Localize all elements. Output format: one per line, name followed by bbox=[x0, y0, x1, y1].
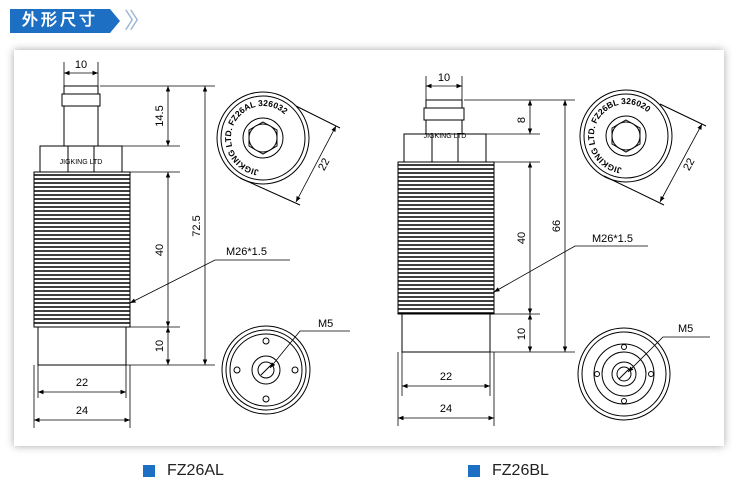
model-b-nut-text: JIGKING LTD bbox=[424, 133, 467, 140]
model-a-dimensions bbox=[33, 62, 290, 428]
model-b-dim-face-diameter: 22 bbox=[681, 156, 697, 172]
model-label-a: FZ26AL bbox=[143, 462, 224, 480]
model-b-dim-inner-diameter: 22 bbox=[440, 371, 452, 383]
model-a-dim-total-height: 72.5 bbox=[191, 215, 203, 236]
model-b-dim-top-width: 10 bbox=[438, 72, 450, 84]
chevron-right-icon: 〉〉 bbox=[124, 8, 151, 33]
section-title: 外形尺寸 bbox=[10, 9, 111, 33]
model-a-dim-outer-diameter: 24 bbox=[76, 405, 88, 417]
model-b-side-view bbox=[397, 99, 495, 353]
model-a-thread bbox=[33, 171, 131, 328]
model-a-dim-thread-length: 40 bbox=[154, 244, 166, 256]
model-b-screw-label: M5 bbox=[678, 323, 693, 335]
model-a-dim-face-diameter: 22 bbox=[316, 156, 332, 172]
model-b-dimensions bbox=[397, 76, 648, 426]
square-bullet-icon bbox=[143, 465, 155, 477]
title-arrow-icon bbox=[110, 9, 121, 33]
model-b-name: FZ26BL bbox=[492, 462, 549, 479]
model-a-thread-label: M26*1.5 bbox=[226, 246, 267, 258]
model-b-thread-label: M26*1.5 bbox=[592, 233, 633, 245]
model-a-bottom-face bbox=[221, 325, 350, 415]
model-a-screw-label: M5 bbox=[318, 318, 333, 330]
model-a-dim-inner-diameter: 22 bbox=[76, 377, 88, 389]
model-b-thread bbox=[397, 161, 495, 315]
model-b-bottom-face bbox=[577, 327, 710, 421]
section-header: 外形尺寸 〉〉 bbox=[10, 8, 151, 34]
model-a-name: FZ26AL bbox=[167, 462, 224, 479]
model-a-dim-nut-height: 14.5 bbox=[154, 105, 166, 126]
square-bullet-icon bbox=[468, 465, 480, 477]
model-a-top-face bbox=[216, 91, 341, 206]
model-b-dim-outer-diameter: 24 bbox=[440, 403, 452, 415]
model-a-nut-text: JIGKING LTD bbox=[60, 159, 103, 166]
model-b-dim-thread-length: 40 bbox=[516, 232, 528, 244]
model-a-dim-bottom-length: 10 bbox=[154, 340, 166, 352]
model-label-b: FZ26BL bbox=[468, 462, 549, 480]
model-a-dim-top-width: 10 bbox=[75, 59, 87, 71]
model-b-dim-nut-height: 8 bbox=[516, 117, 528, 123]
model-b-dim-bottom-length: 10 bbox=[516, 328, 528, 340]
model-a-side-view bbox=[33, 85, 131, 366]
model-b-dim-total-height: 66 bbox=[551, 220, 563, 232]
model-b-top-face bbox=[579, 89, 707, 206]
